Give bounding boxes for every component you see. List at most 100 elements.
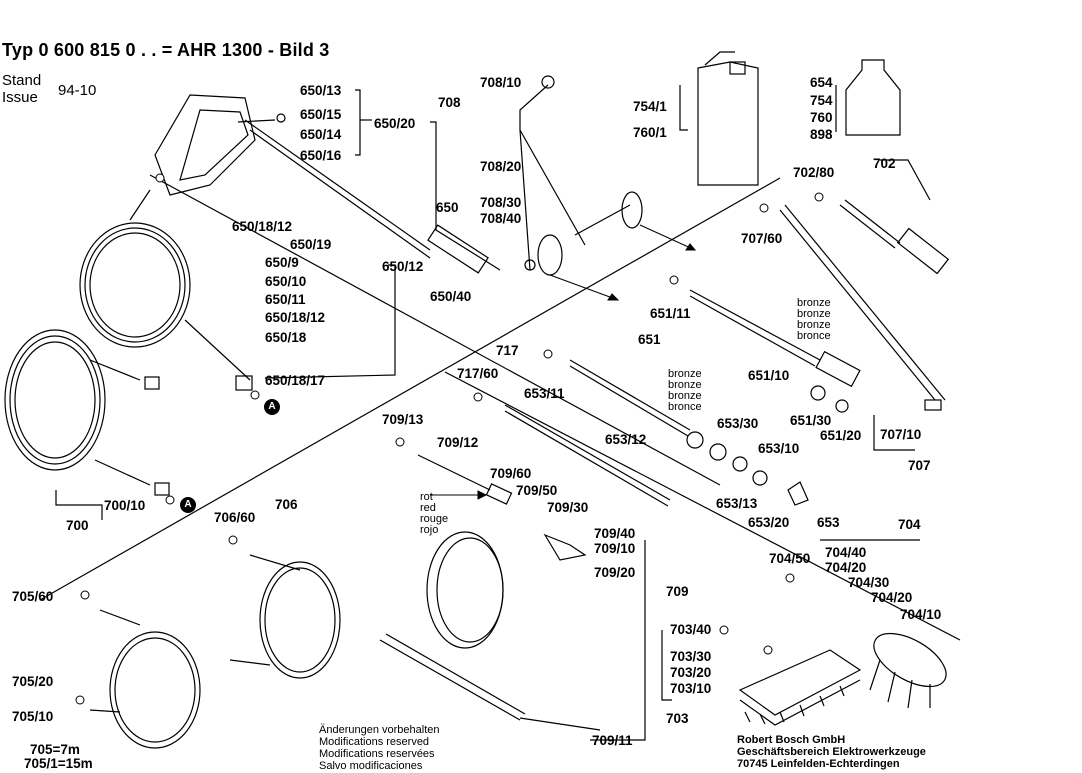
part-label: 704/50 [769,551,811,566]
oil-bottle [845,59,901,136]
lance-702 [779,199,950,411]
part-label: 704 [898,517,921,532]
o-ring-marker [395,437,405,447]
color-note: rot red rouge rojo [420,491,449,536]
changes-note: Änderungen vorbehalten Modifications res… [319,724,440,772]
lance-651 [689,289,861,413]
arrow [639,224,696,251]
part-label: 653/10 [758,441,800,456]
part-label: 704/20 [825,560,867,575]
injector-709 [379,454,601,731]
part-label: 650/14 [300,127,342,142]
part-label: 703/20 [670,665,712,680]
part-label: 705/20 [12,674,54,689]
part-label: 650/12 [382,259,424,274]
reference-marker-a: A [264,399,280,415]
part-label: 707/60 [741,231,783,246]
part-label: 650/18/12 [265,310,326,325]
part-label: 709/13 [382,412,424,427]
o-ring-marker [543,349,553,359]
o-ring-marker [763,645,773,655]
o-ring-marker [814,192,824,202]
o-ring-marker [155,173,165,183]
o-ring-marker [473,392,483,402]
issue-label: Issue [2,89,38,106]
part-label: 708/20 [480,159,522,174]
part-label: 650/11 [265,292,306,307]
part-label: 653/12 [605,432,647,447]
o-ring-marker [165,495,175,505]
part-label: 653/11 [524,386,565,401]
part-label: 702 [873,156,896,171]
part-label: 754 [810,93,833,108]
part-label: 706 [275,497,298,512]
o-ring-marker [80,590,90,600]
lance-717 [504,404,671,507]
part-label: 653/30 [717,416,759,431]
part-label: 703/10 [670,681,712,696]
lance-653 [569,359,809,506]
large-coiled-hose [4,329,253,496]
part-label: 709 [666,584,689,599]
o-ring-marker [250,390,260,400]
detergent-canister [697,51,759,186]
part-label: 700 [66,518,89,533]
coiled-hose [79,189,251,381]
part-label: 700/10 [104,498,146,513]
part-label: 650/10 [265,274,307,289]
part-label: 709/40 [594,526,636,541]
part-label: 754/1 [633,99,667,114]
hose-705 [89,609,201,749]
page-title: Typ 0 600 815 0 . . = AHR 1300 - Bild 3 [2,40,330,60]
material-note: bronze bronze bronze bronce [668,368,702,413]
stand-label: Stand [2,72,42,89]
part-label: 708/30 [480,195,522,210]
part-label: 709/60 [490,466,532,481]
part-label: 651/10 [748,368,790,383]
part-label: 704/40 [825,545,867,560]
part-label: 650/40 [430,289,472,304]
part-label: 704/30 [848,575,890,590]
part-label: 709/10 [594,541,636,556]
part-label: 650/18 [265,330,307,345]
part-label: 708/10 [480,75,522,90]
part-label: 709/50 [516,483,558,498]
part-label: 705/60 [12,589,54,604]
part-label: 651/11 [650,306,691,321]
o-ring-marker [719,625,729,635]
part-label: 704/10 [900,607,942,622]
o-ring-marker [75,695,85,705]
part-label: 650/16 [300,148,342,163]
o-ring-marker [669,275,679,285]
part-label: 898 [810,127,833,142]
part-label: 709/20 [594,565,636,580]
part-label: 650/20 [374,116,416,131]
arrow [549,274,619,301]
part-label: 702/80 [793,165,835,180]
part-label: 705=7m [30,742,80,757]
part-label: 707/10 [880,427,922,442]
part-label: 760 [810,110,833,125]
divider-line [39,177,781,601]
part-label: 653/13 [716,496,758,511]
part-label: 709/12 [437,435,479,450]
part-label: 706/60 [214,510,256,525]
part-label: 705/1=15m [24,756,93,771]
part-label: 708 [438,95,461,110]
part-label: 653/20 [748,515,790,530]
o-ring-marker [759,203,769,213]
part-label: 650/18/17 [265,373,326,388]
part-label: 703/40 [670,622,712,637]
part-label: 708/40 [480,211,522,226]
washing-brush-704 [869,632,947,709]
o-ring-marker [228,535,238,545]
divider-line [149,174,721,486]
stand-value: 94-10 [58,82,97,99]
part-label: 651/20 [820,428,862,443]
part-label: 650/9 [265,255,299,270]
part-label: 651/30 [790,413,832,428]
part-label: 654 [810,75,833,90]
part-label: 705/10 [12,709,54,724]
reference-marker-a: A [180,497,196,513]
divider-line [444,371,961,641]
